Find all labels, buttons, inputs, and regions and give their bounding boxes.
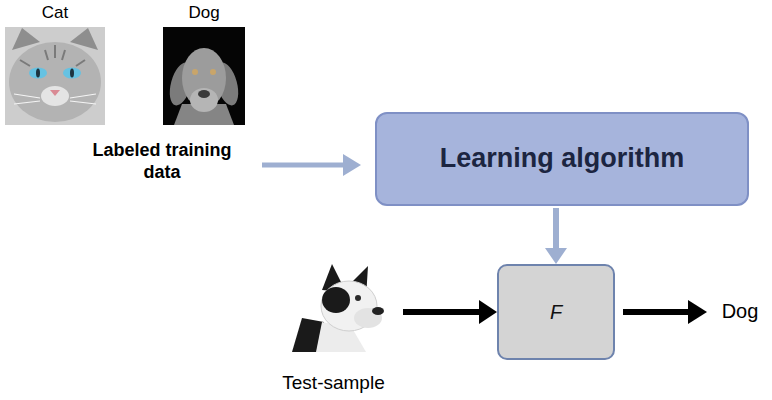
connector-line: [403, 309, 483, 315]
process-box: Learning algorithm: [375, 112, 749, 206]
output-arrow: [623, 309, 690, 315]
box-title: F: [550, 301, 562, 324]
arrow-head: [545, 248, 567, 264]
caption-text: Labeled training data: [72, 140, 252, 183]
arrow-head: [479, 300, 497, 324]
box-title: Learning algorithm: [440, 143, 685, 174]
cat-eye: [63, 68, 81, 79]
cat-muzzle: [41, 86, 69, 106]
cat-pupil: [36, 69, 40, 78]
cat-face: [9, 42, 101, 122]
image-label: Cat: [42, 3, 68, 23]
arrow-head: [343, 154, 361, 176]
connector-line: [553, 208, 559, 251]
dog-photo: [163, 27, 245, 125]
dog-nose: [372, 307, 384, 315]
test-dog-photo: [292, 264, 384, 352]
cat-whisker: [14, 94, 96, 104]
photo-node: Cat: [5, 3, 105, 126]
function-box: F: [497, 264, 615, 360]
cat-photo: [5, 27, 105, 125]
input-arrow: [403, 300, 497, 324]
photo-node: Dog: [158, 3, 250, 126]
cat-eye: [29, 68, 47, 79]
input-arrow: [262, 163, 344, 168]
photo-ground: [163, 27, 245, 125]
output-label: Dog: [712, 299, 768, 323]
dog-eye: [355, 295, 361, 301]
cat-nose: [50, 90, 60, 96]
cat-ear: [12, 28, 40, 50]
dog-nose: [198, 90, 210, 98]
dog-eye: [192, 69, 198, 75]
fur-stroke: [20, 45, 85, 66]
cat-ear: [70, 28, 98, 50]
photo-ground: [5, 27, 105, 125]
arrow-head: [688, 300, 707, 324]
image-label: Test-sample: [282, 372, 384, 394]
dog-patch: [322, 287, 350, 313]
cat-pupil: [70, 69, 74, 78]
photo-node: Test-sample: [272, 262, 395, 394]
dog-eye: [210, 69, 216, 75]
image-label: Dog: [188, 3, 219, 23]
training-arrow: [545, 208, 567, 264]
dog-muzzle: [190, 88, 218, 112]
